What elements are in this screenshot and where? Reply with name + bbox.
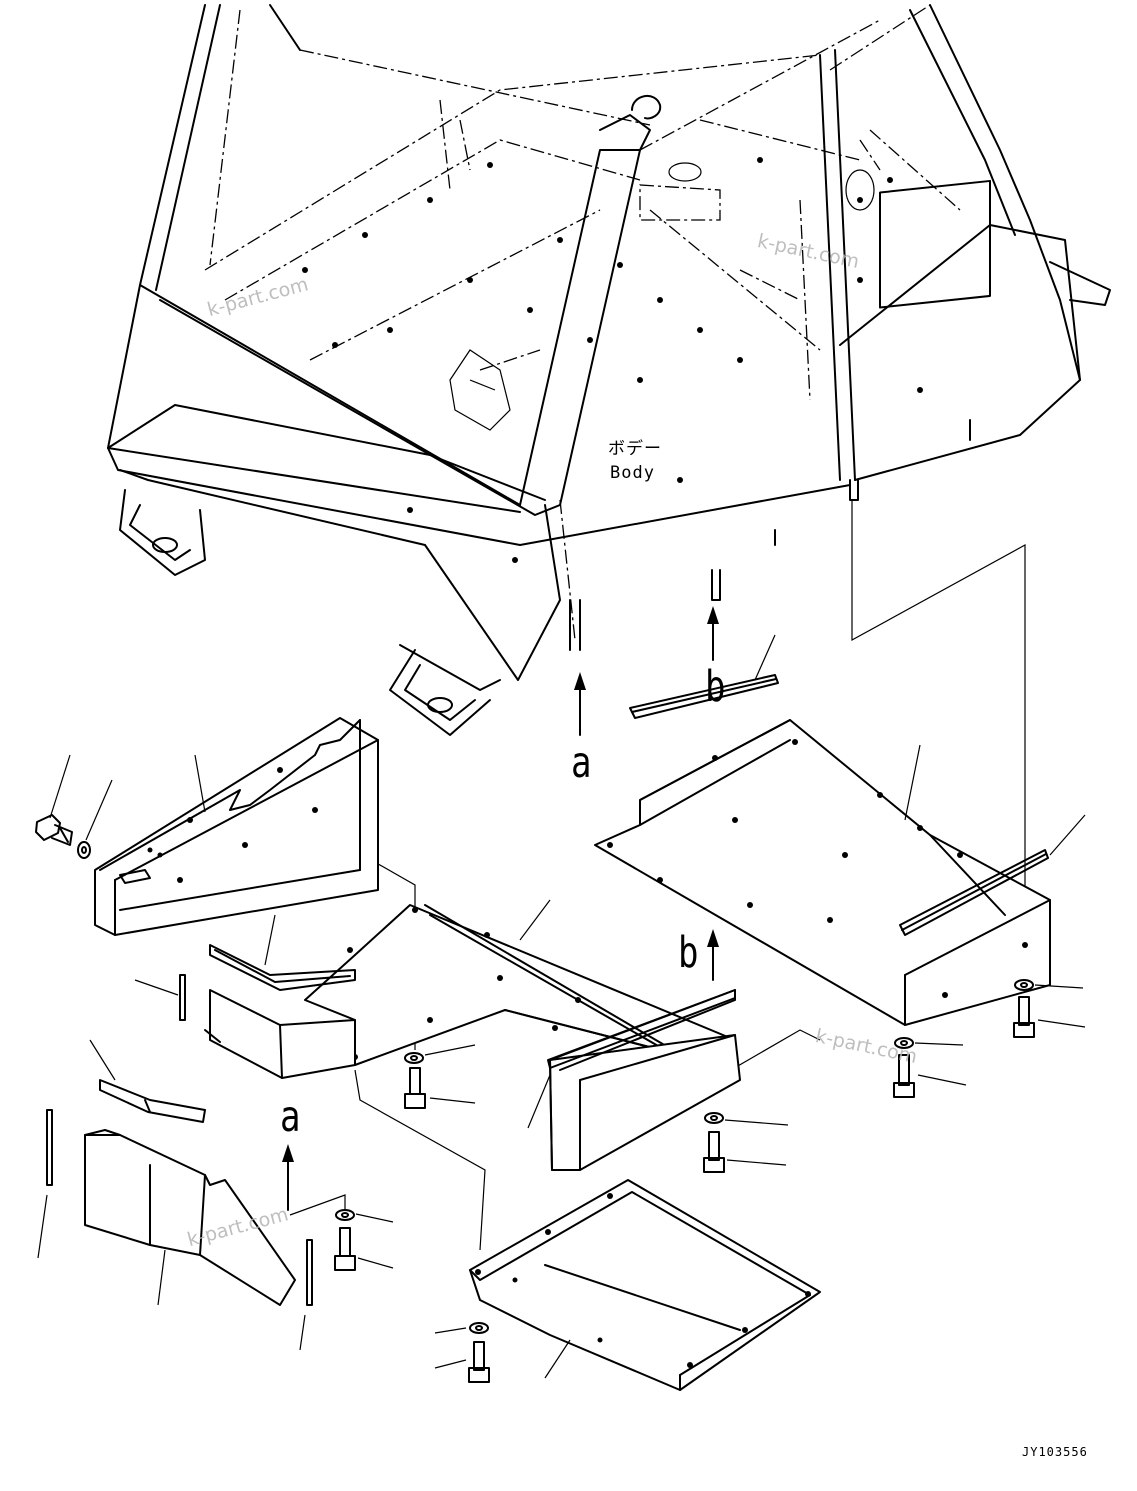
washer-lower-center [434, 1322, 489, 1334]
center-front-cover [204, 989, 356, 1079]
arrow-a-lower [282, 1144, 294, 1211]
body-label-en: Body [610, 463, 655, 483]
bolt-lower-center [434, 1341, 490, 1383]
arrow-b-upper [707, 606, 719, 661]
bolt-center [404, 1067, 476, 1109]
body-label-jp: ボデー [608, 439, 662, 459]
arrow-a-upper [574, 672, 586, 736]
washer-left [77, 779, 113, 859]
floor-holes [302, 157, 923, 563]
seal-center-right [547, 989, 736, 1069]
bolt-left [35, 754, 73, 846]
seal-upper-left [209, 914, 356, 991]
bolt-right-b [1013, 996, 1086, 1038]
washer-lower-left [335, 1209, 394, 1223]
right-floor-plate [594, 719, 1051, 1026]
seal-small-vertical [134, 974, 186, 1021]
seal-vertical-lower [299, 1239, 313, 1351]
lower-left-cover [84, 1129, 296, 1306]
arrow-b-lower [707, 929, 719, 981]
seal-lower-left [89, 1039, 206, 1123]
cab-body [107, 4, 1111, 736]
washer-right-b [1014, 979, 1084, 991]
ref-label-a-lower: a [280, 1092, 301, 1142]
seal-vertical-left [37, 1109, 53, 1259]
bolt-lower-left [334, 1227, 394, 1271]
bolt-center-right [703, 1131, 787, 1173]
ref-label-a-upper: a [571, 738, 592, 788]
drawing-code: JY103556 [1022, 1445, 1088, 1459]
seal-right-lower [899, 814, 1086, 936]
washer-center-right [704, 1112, 789, 1126]
ref-label-b-upper: b [705, 662, 726, 712]
seal-right-upper [629, 634, 779, 719]
lower-center-plate [469, 1179, 821, 1391]
left-side-bracket [94, 717, 379, 936]
washer-center [404, 1044, 476, 1064]
washer-right-a [894, 1037, 964, 1049]
ref-label-b-lower: b [678, 928, 699, 978]
bolt-right-a [893, 1054, 967, 1098]
